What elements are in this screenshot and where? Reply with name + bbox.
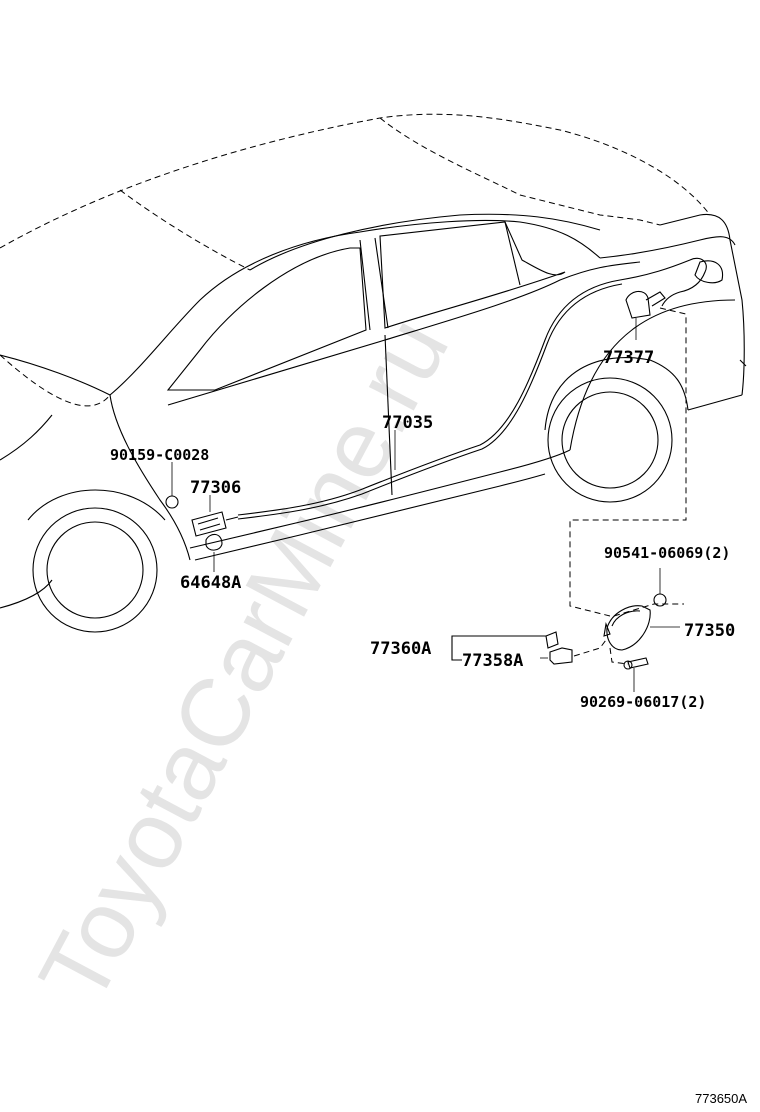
hinge-part [545, 631, 607, 665]
part-number-77306: 77306 [190, 478, 241, 498]
opener-lever-part [191, 495, 239, 537]
part-number-77360: 77360A [370, 639, 431, 659]
clip-part [165, 462, 179, 509]
watermark: ToyotaCarMine.ru [19, 301, 469, 1020]
fuel-lid-lock-part [625, 290, 666, 340]
cover-part [205, 533, 223, 572]
part-number-90159: 90159-C0028 [110, 446, 209, 464]
part-number-77350: 77350 [684, 621, 735, 641]
release-cable [237, 257, 707, 516]
part-number-64648: 64648A [180, 573, 241, 593]
car-body-outline [0, 113, 747, 633]
part-number-77035: 77035 [382, 413, 433, 433]
part-number-90269: 90269-06017(2) [580, 693, 706, 711]
group-leader [569, 307, 687, 617]
figure-reference: 773650A [695, 1091, 747, 1106]
part-number-90541: 90541-06069(2) [604, 544, 730, 562]
release-cable-inner [237, 283, 623, 520]
part-number-77358: 77358A [462, 651, 523, 671]
screw-part [609, 647, 649, 692]
label-bracket [451, 635, 546, 661]
fuel-door-part [603, 605, 680, 651]
part-number-77377: 77377 [603, 348, 654, 368]
nut-part [653, 568, 667, 607]
